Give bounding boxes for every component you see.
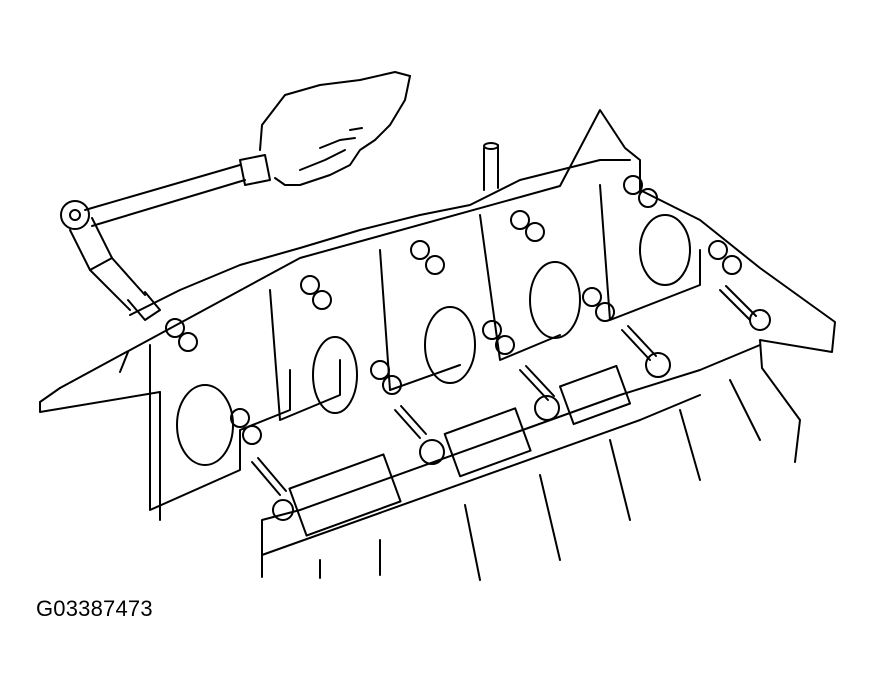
- side-bolt-head: [534, 395, 560, 421]
- side-bolt-head: [272, 499, 294, 521]
- bolt-head: [623, 175, 643, 195]
- figure-code: G03387473: [36, 596, 153, 621]
- hand: [259, 71, 411, 186]
- bolt-head: [178, 332, 198, 352]
- bolt-head: [495, 335, 515, 355]
- cap-bolts: [165, 175, 742, 445]
- torque-wrench: [60, 154, 271, 321]
- side-bolts: [251, 285, 771, 521]
- bolt-head: [242, 425, 262, 445]
- bolt-head: [525, 222, 545, 242]
- journal-bore-1: [176, 384, 234, 466]
- bolt-head: [595, 302, 615, 322]
- journal-bore-2: [312, 336, 358, 414]
- bolt-head: [708, 240, 728, 260]
- bolt-head: [370, 360, 390, 380]
- bolt-head: [638, 188, 658, 208]
- bolt-head: [482, 320, 502, 340]
- bolt-head: [300, 275, 320, 295]
- journal-bore-5: [639, 214, 691, 286]
- bolt-head: [230, 408, 250, 428]
- journal-bore-3: [424, 306, 476, 384]
- bolt-head: [510, 210, 530, 230]
- bolt-head: [425, 255, 445, 275]
- bolt-head: [312, 290, 332, 310]
- side-bolt-head: [645, 352, 671, 378]
- dowel-pin: [483, 142, 499, 191]
- side-bolt-head: [749, 309, 771, 331]
- bolt-head: [382, 375, 402, 395]
- side-rail: [288, 364, 632, 537]
- block-outline: [39, 109, 836, 581]
- bolt-head: [722, 255, 742, 275]
- bearing-caps: [129, 159, 701, 511]
- side-bolt-head: [419, 439, 445, 465]
- journal-bore-4: [529, 261, 581, 339]
- bolt-head: [582, 287, 602, 307]
- bolt-head: [410, 240, 430, 260]
- bolt-head: [165, 318, 185, 338]
